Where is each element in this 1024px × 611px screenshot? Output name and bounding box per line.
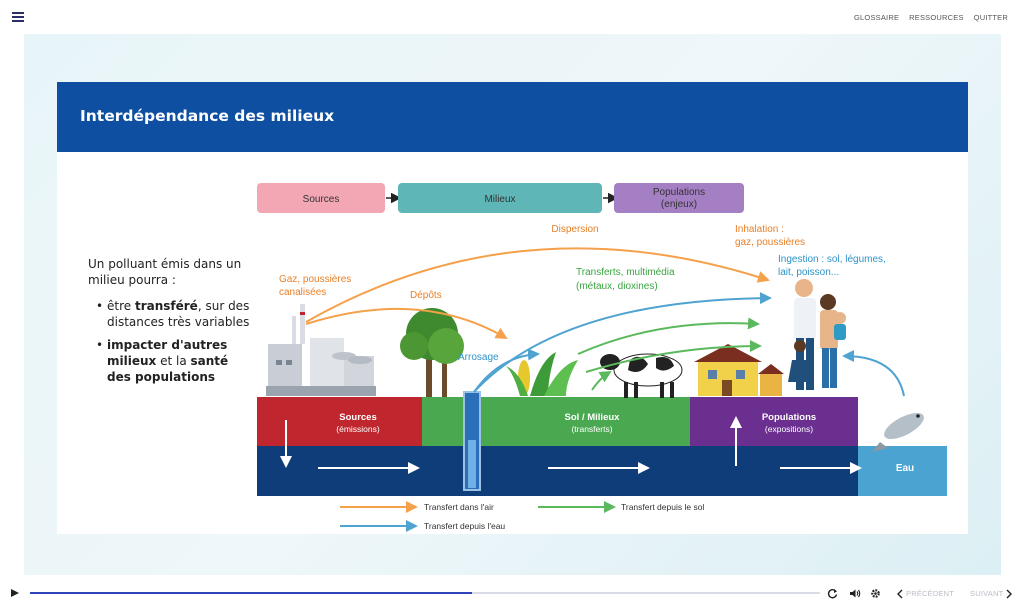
transferts-label-line1: Transferts, multimédia [576,267,675,278]
fish-illustration [872,412,924,452]
family-illustration [788,279,846,390]
legend-eau-label: Transfert depuis l'eau [424,521,505,531]
sources-header-box [257,183,385,213]
inhalation-label-line2: gaz, poussières [735,237,805,248]
quit-link[interactable]: QUITTER [973,13,1008,22]
sol-band [422,397,690,446]
next-chevron-icon[interactable] [1005,589,1013,599]
cow-illustration [600,353,683,398]
top-nav: GLOSSAIRE RESSOURCES QUITTER [854,13,1008,22]
previous-button[interactable]: PRÉCÉDENT [906,589,955,598]
top-bar: GLOSSAIRE RESSOURCES QUITTER [0,0,1024,34]
house-illustration [694,344,784,396]
volume-icon[interactable] [849,588,861,599]
progress-bar[interactable] [30,592,820,594]
fish-ingestion-arrow [842,350,905,397]
play-icon[interactable] [10,588,20,598]
progress-fill [30,592,473,594]
populations-band-sub: (expositions) [765,424,813,434]
hamburger-menu-icon[interactable] [12,12,24,22]
sol-band-sub: (transferts) [571,424,612,434]
dispersion-label: Dispersion [551,224,598,235]
milieux-header-label: Milieux [484,194,515,205]
intro-text: Un polluant émis dans un milieu pourra : [88,257,242,287]
factory-illustration [266,304,376,396]
populations-band-title: Populations [762,412,816,423]
depots-label: Dépôts [410,290,442,301]
legend-sol-label: Transfert depuis le sol [621,502,704,512]
replay-icon[interactable] [827,588,838,599]
dispersion-arrow [305,247,770,323]
transfer-arrow-1 [577,317,760,355]
eau-band-label: Eau [896,463,914,474]
sources-band-title: Sources [339,412,377,423]
water-band [257,446,858,496]
transferts-label-line2: (métaux, dioxines) [576,281,658,292]
bullet-list: être transféré, sur des distances très v… [96,298,256,392]
bullet-transfer: être transféré, sur des distances très v… [96,298,256,330]
arrosage-label: Arrosage [458,352,499,363]
crops-illustration [506,352,578,396]
populations-header-label: Populations [653,187,705,198]
sources-band [257,397,422,446]
gaz-label-line1: Gaz, poussières [279,274,351,285]
trees-illustration [400,308,464,397]
sources-header-label: Sources [303,194,340,205]
slide-title: Interdépendance des milieux [80,107,335,125]
arrosage-arrow [473,348,540,393]
previous-chevron-icon[interactable] [896,589,904,599]
ingestion-label-line2: lait, poisson... [778,267,839,278]
sol-band-title: Sol / Milieux [565,412,621,423]
gaz-label-line2: canalisées [279,287,326,298]
ingestion-label-line1: Ingestion : sol, légumes, [778,254,886,265]
next-button[interactable]: SUIVANT [970,589,1004,598]
transfer-arrow-2 [585,340,762,373]
water-transfer-arrow [473,292,772,393]
sources-band-sub: (émissions) [336,424,380,434]
populations-header-sub: (enjeux) [661,199,697,210]
title-banner [57,82,968,152]
populations-band [690,397,858,446]
inhalation-label-line1: Inhalation : [735,224,784,235]
resources-link[interactable]: RESSOURCES [909,13,964,22]
depots-arrow [305,307,508,340]
glossary-link[interactable]: GLOSSAIRE [854,13,900,22]
well-water [468,440,476,488]
milieux-header-box [398,183,602,213]
bullet-impact: impacter d'autres milieux et la santé de… [96,337,256,385]
eau-band [858,446,947,496]
legend-air-label: Transfert dans l'air [424,502,494,512]
transfer-arrow-3 [591,370,612,391]
populations-header-box [614,183,744,213]
settings-gear-icon[interactable] [870,588,881,599]
